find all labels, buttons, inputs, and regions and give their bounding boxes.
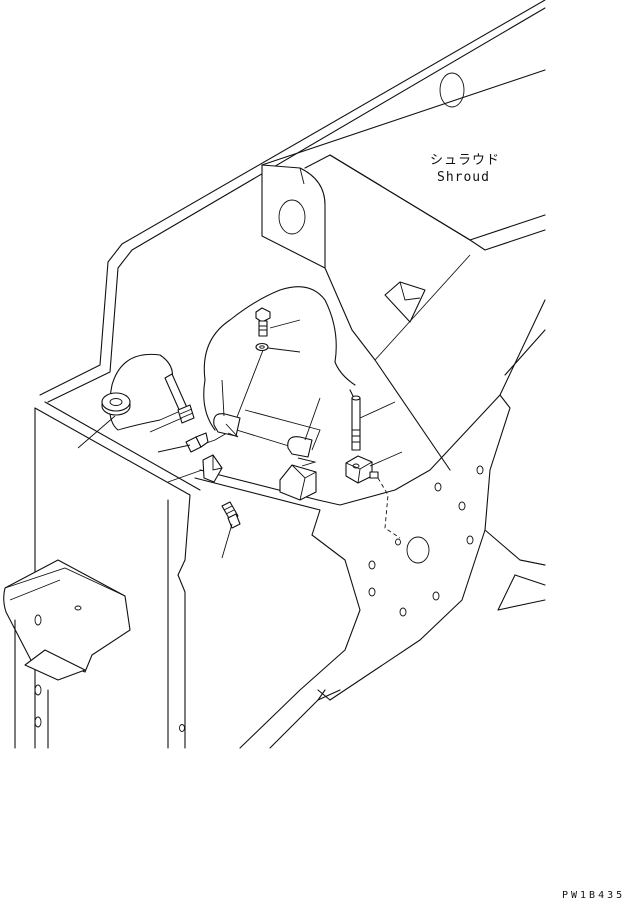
bolt: [255, 307, 271, 337]
nut-block: [345, 455, 379, 484]
hidden-line: [377, 477, 401, 539]
clamp-block: [202, 454, 223, 483]
shroud-label-jp: シュラウド: [430, 153, 500, 168]
rubber-block: [279, 464, 317, 501]
cushion-right: [287, 436, 317, 467]
adapter: [185, 432, 209, 453]
drawing-code: PW1B435: [562, 890, 625, 901]
left-channel: [34, 401, 201, 749]
sensor-hose: [164, 373, 195, 424]
right-member: [317, 299, 546, 701]
cushion-left: [213, 413, 241, 438]
shroud-plate: [304, 154, 546, 361]
stud-bolt: [351, 395, 361, 451]
shroud-label-en: Shroud: [437, 170, 490, 185]
leader-lines: [77, 319, 403, 559]
pressure-switch: [221, 501, 241, 529]
lower-left-bracket: [3, 559, 131, 749]
shroud-bracket: [261, 164, 326, 269]
washer: [255, 342, 269, 352]
grommet: [101, 392, 131, 416]
